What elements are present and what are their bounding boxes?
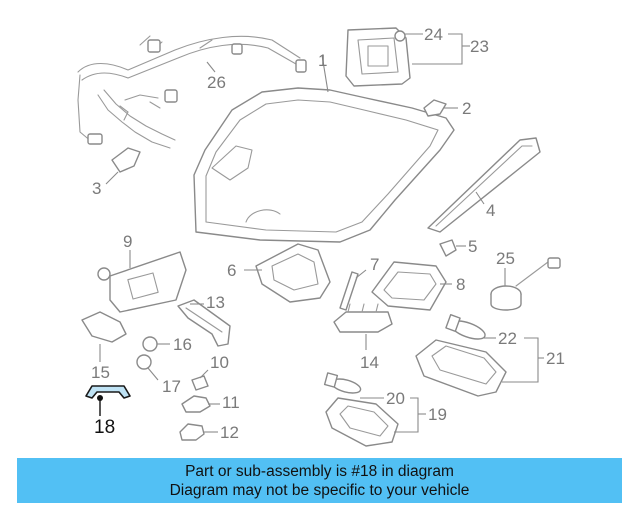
callout-23: 23	[470, 37, 489, 56]
callout-9: 9	[123, 232, 132, 251]
part-19-map-lamp	[325, 397, 399, 447]
part-10-clip	[191, 375, 209, 391]
callout-21: 21	[546, 349, 565, 368]
callout-2: 2	[462, 99, 471, 118]
part-9-sun-visor	[97, 251, 187, 313]
callout-22: 22	[498, 329, 517, 348]
part-18-highlighted[interactable]	[85, 385, 131, 401]
callout-24: 24	[424, 25, 443, 44]
callout-16: 16	[173, 335, 192, 354]
part-5-plug	[439, 239, 457, 257]
callout-10: 10	[210, 353, 229, 372]
callout-18: 18	[94, 417, 115, 438]
callout-6: 6	[227, 261, 236, 280]
part-12-cover	[179, 423, 205, 441]
part-4-pillar-trim	[427, 137, 541, 233]
part-25-sensor	[490, 257, 561, 311]
part-22-bulb	[445, 314, 486, 340]
part-11-cover	[181, 395, 211, 413]
callout-8: 8	[456, 275, 465, 294]
part-26-wiring-harness	[77, 35, 307, 149]
callout-19: 19	[428, 405, 447, 424]
callout-26: 26	[207, 73, 226, 92]
part-17-ring	[136, 354, 152, 370]
parts-diagram: 26 3 1 24 23 2 4 5 9	[77, 25, 565, 447]
callout-20: 20	[386, 389, 405, 408]
callout-25: 25	[496, 249, 515, 268]
banner-line-2: Diagram may not be specific to your vehi…	[169, 481, 470, 499]
part-6-bracket	[255, 243, 331, 303]
info-banner: Part or sub-assembly is #18 in diagram D…	[17, 458, 622, 503]
part-1-headliner	[193, 87, 455, 243]
callout-14: 14	[360, 353, 379, 372]
part-2-clip	[423, 99, 447, 117]
part-3	[111, 147, 141, 173]
callout-3: 3	[92, 179, 101, 198]
part-23-console	[345, 27, 411, 87]
callout-13: 13	[206, 293, 225, 312]
callout-17: 17	[162, 377, 181, 396]
callout-5: 5	[468, 237, 477, 256]
callout-12: 12	[220, 423, 239, 442]
part-15-visor-clip	[81, 311, 127, 343]
part-20-bulb	[323, 372, 362, 394]
banner-line-1: Part or sub-assembly is #18 in diagram	[185, 462, 454, 480]
part-8-lamp	[371, 261, 447, 311]
callout-4: 4	[486, 201, 495, 220]
part-21-dome-lamp	[415, 339, 507, 397]
callout-15: 15	[91, 363, 110, 382]
part-16-ring	[142, 336, 158, 352]
callout-11: 11	[222, 393, 240, 412]
part-7	[339, 271, 359, 311]
callout-1: 1	[318, 51, 327, 70]
part-14-bracket	[333, 303, 393, 333]
callout-7: 7	[370, 255, 379, 274]
